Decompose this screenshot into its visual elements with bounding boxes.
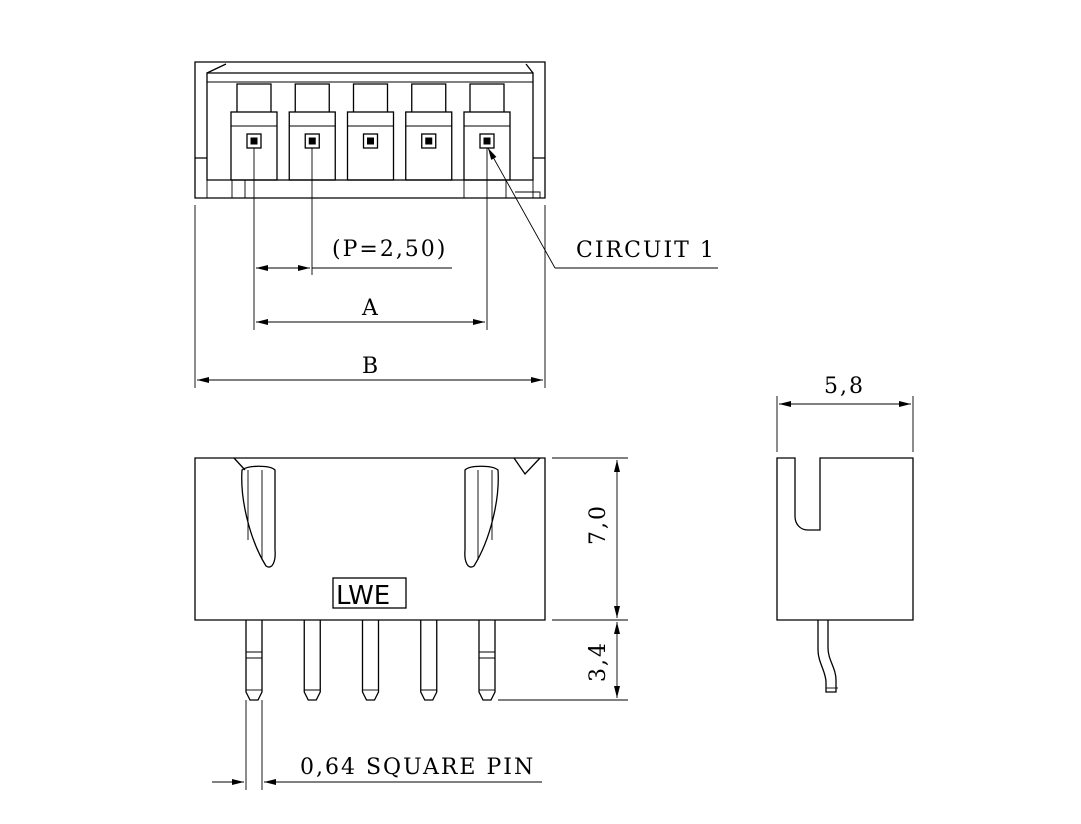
side-view: 5,8	[776, 374, 914, 693]
front-view: LWE 7,0 3,4 0,64 SQUARE PIN	[194, 457, 628, 790]
pitch-label: (P=2,50)	[332, 237, 447, 262]
dimension-a: A	[256, 296, 485, 325]
circuit-label: CIRCUIT 1	[576, 238, 716, 263]
pin-length-label: 3,4	[586, 641, 611, 682]
pin-cavity	[346, 83, 395, 181]
front-pin	[478, 620, 496, 701]
brand-label: LWE	[336, 581, 390, 611]
dim-b-label: B	[362, 354, 380, 379]
width-dimension: 5,8	[776, 374, 914, 452]
pin-length-dimension: 3,4	[498, 622, 628, 701]
right-latch	[464, 457, 541, 568]
top-view: (P=2,50) A B CIRCUIT 1	[194, 61, 718, 388]
height-label: 7,0	[586, 504, 611, 545]
circuit-1-callout: CIRCUIT 1	[487, 147, 718, 269]
brand-mark: LWE	[332, 577, 407, 611]
dim-a-label: A	[361, 296, 380, 321]
pin-cavity	[405, 83, 453, 181]
pin-cavities	[230, 83, 511, 181]
left-latch	[233, 457, 276, 568]
front-pin	[420, 620, 438, 701]
height-dimension: 7,0	[552, 457, 628, 621]
width-label: 5,8	[824, 374, 865, 399]
pin-cavity	[288, 83, 336, 181]
front-pins	[245, 620, 496, 701]
square-pin-dimension: 0,64 SQUARE PIN	[212, 700, 542, 790]
front-pin	[245, 620, 263, 701]
pitch-dimension: (P=2,50)	[253, 148, 488, 330]
front-pin	[361, 620, 380, 701]
pin-label: 0,64 SQUARE PIN	[300, 755, 535, 780]
dimension-b: B	[194, 205, 546, 388]
front-pin	[303, 620, 321, 701]
